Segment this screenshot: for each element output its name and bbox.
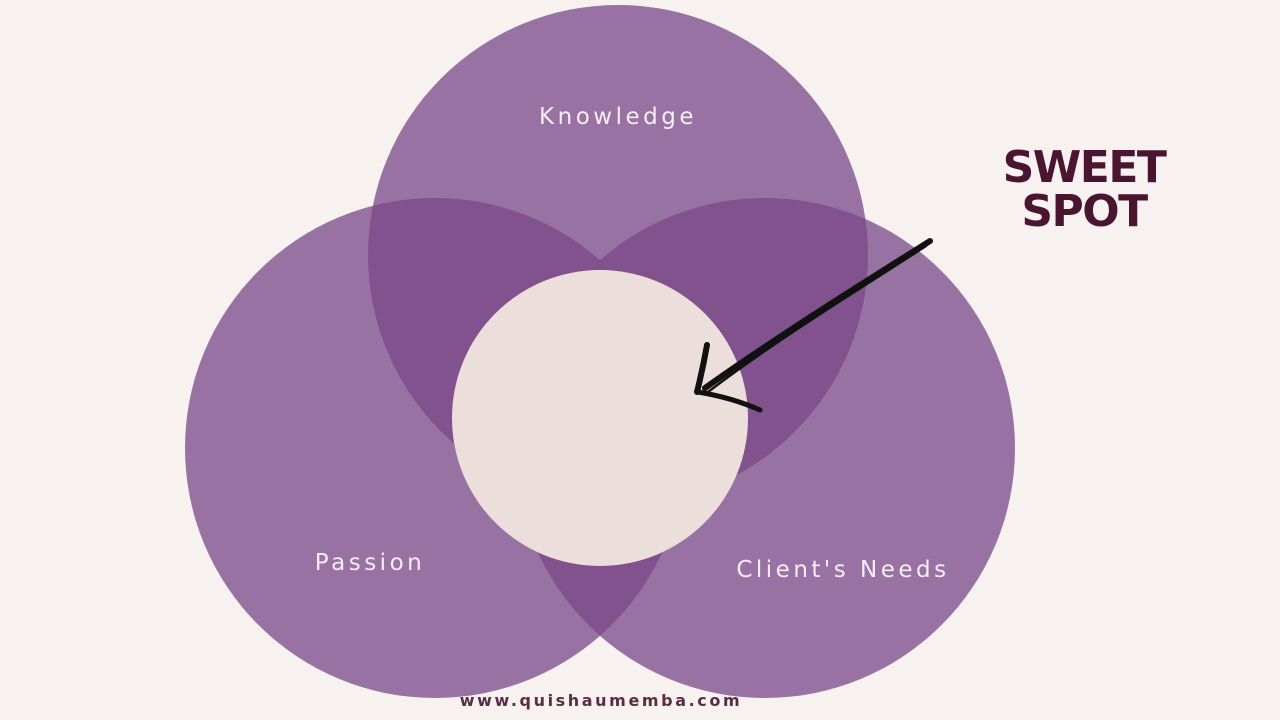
sweet-spot-title-line1: SWEET bbox=[1003, 142, 1167, 193]
clients-needs-label: Client's Needs bbox=[736, 557, 949, 583]
sweet-spot-title-line2: SPOT bbox=[1021, 186, 1148, 237]
sweet-spot-circle bbox=[452, 270, 748, 566]
arrow-icon bbox=[694, 238, 933, 413]
knowledge-label: Knowledge bbox=[539, 104, 697, 130]
passion-label: Passion bbox=[315, 550, 425, 576]
website-footer: www.quishaumemba.com bbox=[460, 691, 743, 710]
